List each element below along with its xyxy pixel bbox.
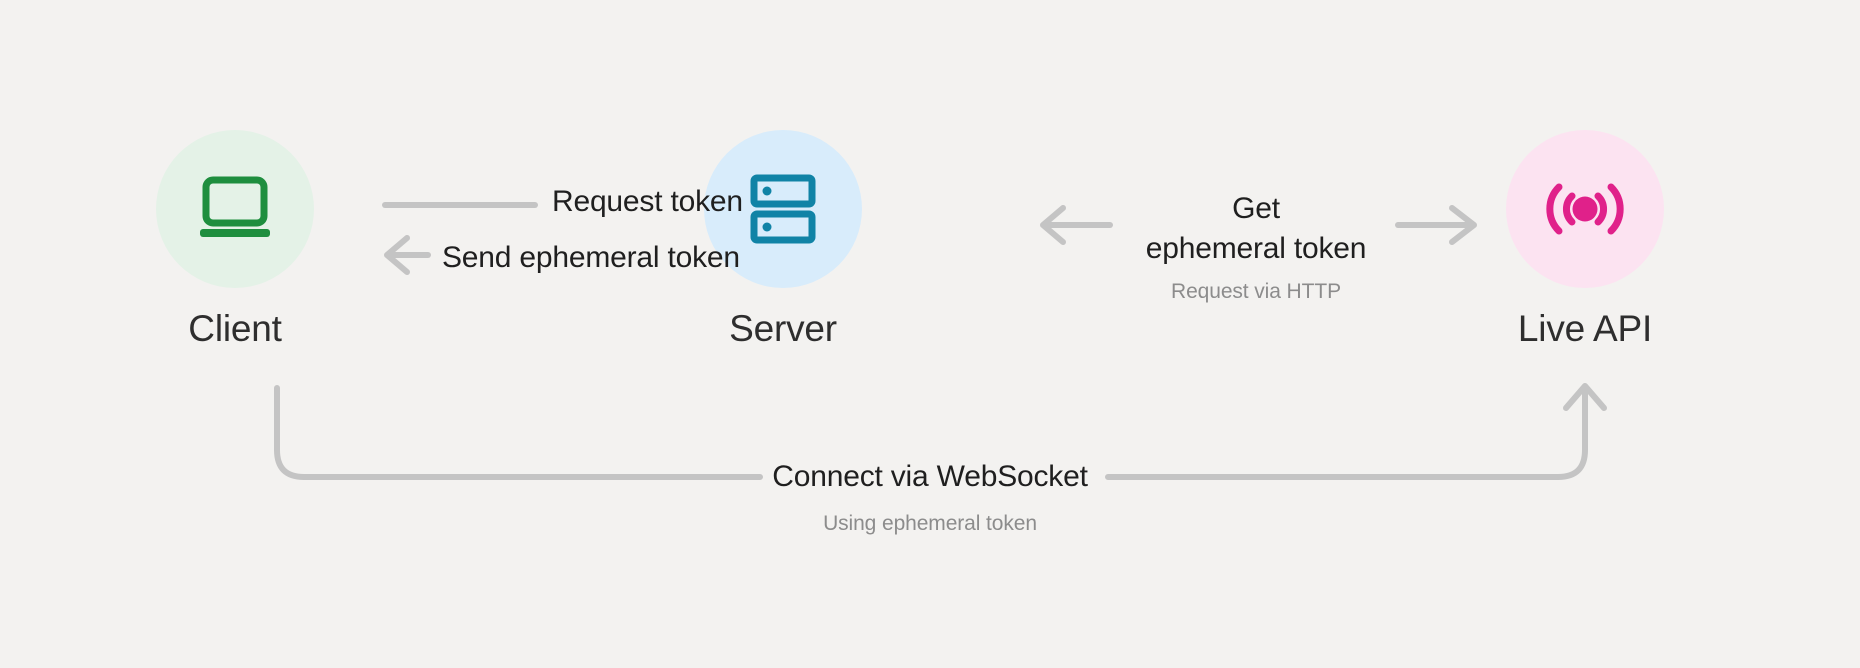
node-server-label: Server [729, 308, 837, 349]
line-websocket-right [1105, 385, 1588, 480]
node-client[interactable]: Client [135, 130, 335, 350]
laptop-icon [200, 176, 270, 237]
node-server[interactable]: Server [683, 130, 883, 350]
flow-sublabel-using-ephemeral-token: Using ephemeral token [823, 512, 1037, 535]
arrowhead-send-token-left [384, 235, 410, 275]
arrowhead-websocket-up [1563, 383, 1607, 411]
arrowhead-get-token-left [1040, 205, 1066, 245]
node-live-api-circle [1506, 130, 1664, 288]
arrowhead-get-token-right [1449, 205, 1477, 245]
flow-sublabel-request-via-http: Request via HTTP [1171, 280, 1341, 303]
node-live-api-label: Live API [1517, 308, 1653, 349]
flow-label-get-token-line2: ephemeral token [1145, 232, 1367, 265]
flow-label-request-token: Request token [552, 185, 743, 218]
node-server-circle [704, 130, 862, 288]
line-websocket-left [274, 385, 763, 480]
node-live-api[interactable]: Live API [1485, 130, 1685, 350]
broadcast-signal-icon [1546, 183, 1624, 235]
node-client-circle [156, 130, 314, 288]
server-rack-icon [750, 174, 816, 244]
node-client-label: Client [188, 308, 282, 349]
flow-label-send-ephemeral-token: Send ephemeral token [442, 241, 740, 274]
flow-label-get-token-line1: Get [1232, 192, 1280, 225]
flow-label-connect-via-websocket: Connect via WebSocket [772, 460, 1088, 493]
